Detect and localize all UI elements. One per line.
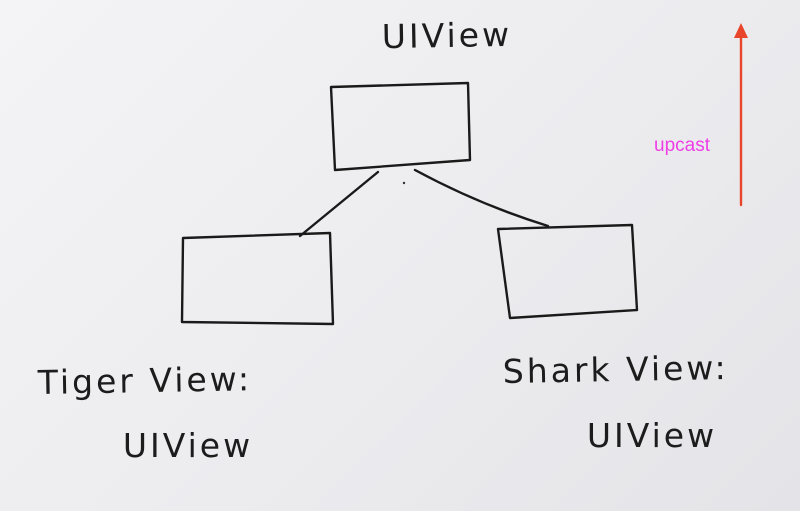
shark-view-label: Shark View:: [502, 348, 729, 391]
upcast-label: upcast: [654, 135, 711, 156]
upcast-arrow-head: [734, 23, 748, 38]
tiger-view-superclass-label: UIView: [123, 426, 253, 465]
shark-view-box: [496, 223, 639, 320]
root-class-label: UIView: [381, 15, 512, 56]
tiger-view-box: [180, 231, 335, 326]
ink-dot: [402, 181, 406, 185]
root-class-box: [329, 81, 472, 172]
tiger-view-label: Tiger View:: [36, 359, 252, 402]
shark-view-superclass-label: UIView: [587, 416, 717, 455]
connector-root-to-tiger: [298, 170, 380, 238]
connector-root-to-shark: [413, 168, 550, 228]
